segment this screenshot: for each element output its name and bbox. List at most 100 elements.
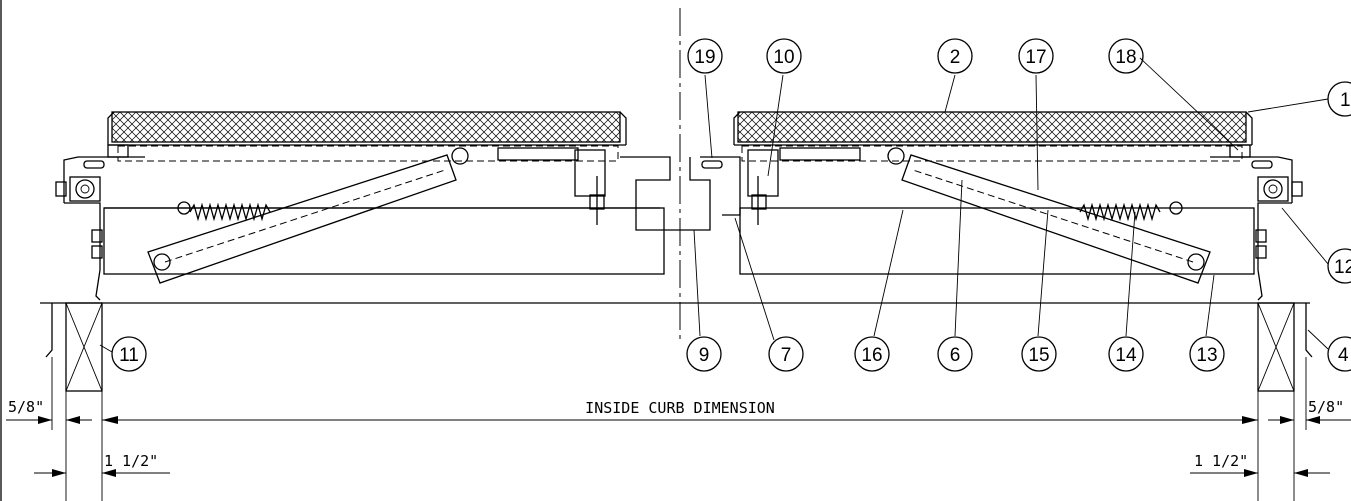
left-frame-body: [103, 207, 665, 275]
callout-10: 10: [773, 47, 794, 68]
left-gutter: [620, 156, 711, 231]
balloon-2: [937, 38, 973, 74]
right-latch-hardware: [747, 149, 779, 225]
right-frame-wall: [1257, 202, 1292, 301]
inside-curb-dimension-label: INSIDE CURB DIMENSION: [585, 399, 775, 417]
balloon-13: [1189, 336, 1225, 372]
right-liner-hidden: [741, 145, 1243, 162]
dimension-lines: [6, 357, 1351, 501]
balloon-7: [768, 336, 804, 372]
left-cover-skirt: [107, 111, 627, 145]
balloon-10: [766, 38, 802, 74]
left-width-arrow-b: [102, 469, 116, 477]
right-width-arrow-a: [1244, 469, 1258, 477]
left-offset-arrow-b: [66, 416, 80, 424]
left-lift-mechanism: [147, 147, 469, 284]
callout-balloons: 19 10 2 17 18 1 12 11 9 7 16 6 15 14 13 …: [111, 38, 1351, 372]
left-strut-lower-pivot: [153, 253, 171, 271]
leader-1: [1247, 98, 1329, 113]
callout-6: 6: [950, 345, 961, 366]
callout-12: 12: [1334, 257, 1351, 278]
left-door-leaf: [107, 111, 627, 162]
left-width-arrow-a: [52, 469, 66, 477]
right-hinge-pin: [1263, 179, 1283, 199]
callout-9: 9: [699, 345, 710, 366]
balloon-9: [686, 336, 722, 372]
left-hinge-nut: [55, 181, 67, 197]
left-latch-nut: [589, 194, 605, 210]
balloon-18: [1108, 38, 1144, 74]
left-strut-rod-hidden: [164, 169, 446, 263]
leader-19: [704, 74, 713, 159]
right-cover-skirt: [733, 111, 1253, 145]
left-frame-slot: [83, 160, 105, 169]
right-bolt-lower: [1255, 245, 1267, 259]
left-hinge-assembly: [55, 176, 103, 259]
callout-16: 16: [861, 345, 882, 366]
leader-9: [693, 229, 701, 337]
callout-7: 7: [781, 345, 792, 366]
balloon-12: [1327, 248, 1351, 284]
left-latch-hardware: [574, 149, 606, 225]
right-wood-nailer: [1257, 302, 1313, 392]
right-curb-flashing: [1305, 303, 1313, 358]
leader-12: [1281, 207, 1329, 265]
balloon-4: [1327, 336, 1351, 372]
left-offset-arrow-a: [38, 416, 52, 424]
left-frame-wall: [64, 202, 101, 301]
right-gutter-slot: [701, 160, 723, 169]
right-width-arrow-b: [1294, 469, 1308, 477]
left-liner-hidden: [117, 145, 619, 162]
leader-13: [1205, 274, 1215, 337]
left-strut-housing: [147, 154, 457, 284]
right-hinge-nut: [1291, 181, 1303, 197]
right-nailer-x2: [1257, 302, 1295, 392]
leader-2: [944, 74, 956, 113]
right-cover-flange: [1229, 144, 1251, 158]
inside-curb-arrow-right: [1242, 416, 1258, 424]
right-hinge-bracket: [1257, 176, 1289, 202]
right-compression-spring: [1079, 202, 1161, 222]
left-width-label: 1 1/2": [104, 452, 158, 470]
right-door-leaf: [733, 111, 1253, 162]
right-width-label: 1 1/2": [1194, 452, 1248, 470]
callout-4: 4: [1338, 345, 1349, 366]
left-stiffener-channel: [497, 147, 579, 161]
balloon-15: [1021, 336, 1057, 372]
leader-16: [873, 209, 904, 337]
callout-leaders: [99, 57, 1329, 353]
right-gutter: [700, 156, 741, 216]
right-bolt-upper: [1255, 229, 1267, 243]
callout-2: 2: [950, 47, 961, 68]
leader-6: [954, 179, 963, 337]
callout-17: 17: [1025, 47, 1046, 68]
callout-14: 14: [1115, 345, 1137, 366]
callout-19: 19: [694, 47, 715, 68]
left-wood-nailer: [45, 302, 103, 392]
callout-13: 13: [1196, 345, 1217, 366]
leader-10: [767, 74, 784, 177]
left-latch-bracket: [574, 149, 606, 197]
right-spring-anchor: [1169, 201, 1183, 215]
right-latch-bracket: [747, 149, 779, 197]
left-hinge-bracket: [69, 176, 101, 202]
right-nailer-block: [1257, 302, 1295, 392]
left-spring-anchor: [177, 201, 191, 215]
callout-18: 18: [1115, 47, 1136, 68]
balloon-19: [687, 38, 723, 74]
leader-14: [1125, 211, 1136, 337]
right-offset-label: 5/8": [1308, 398, 1344, 416]
right-stiffener-channel: [779, 147, 861, 161]
balloon-16: [854, 336, 890, 372]
right-strut-upper-pivot: [887, 147, 905, 165]
right-hinge-assembly: [1255, 176, 1303, 259]
left-nailer-block: [65, 302, 103, 392]
balloon-1: [1327, 81, 1351, 117]
left-bolt-lower: [91, 245, 103, 259]
left-bolt-upper: [91, 229, 103, 243]
callout-11: 11: [119, 345, 139, 366]
right-frame-top: [1210, 156, 1293, 203]
left-compression-spring: [189, 202, 271, 222]
right-strut-lower-pivot: [1187, 253, 1205, 271]
